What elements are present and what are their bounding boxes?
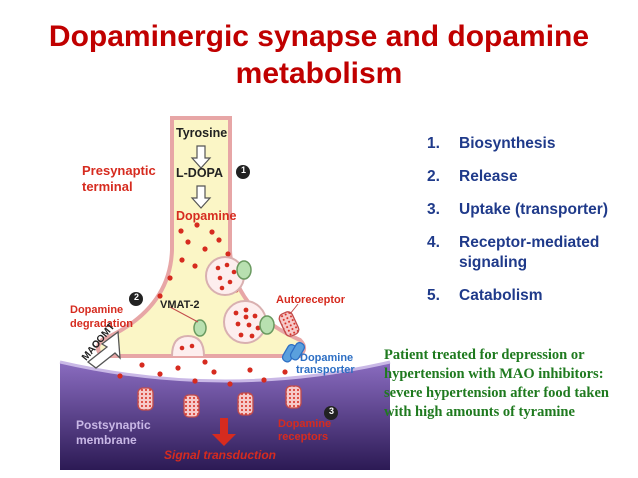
vesicle-upper [205,256,252,296]
label-ldopa: L-DOPA [176,166,223,180]
badge-3-text: 3 [328,406,334,416]
list-item: 2. Release [427,167,637,187]
list-item: 1. Biosynthesis [427,134,637,154]
cytosolic-dopamine-dots [157,222,239,299]
process-list: 1. Biosynthesis 2. Release 3. Uptake (trans… [427,134,637,319]
label-receptors-1: Dopamine [278,418,332,430]
label-tyrosine: Tyrosine [176,126,228,140]
degradation-arrow [86,330,121,369]
list-number: 2. [427,168,440,185]
label-dopamine: Dopamine [176,209,237,223]
postsynaptic-receptors [137,385,302,418]
label-receptors-2: receptors [278,431,329,443]
label-degradation-1: Dopamine [70,304,124,316]
autoreceptor [278,311,300,337]
badge-1 [236,165,250,179]
label-postsynaptic-1: Postsynaptic [76,418,151,432]
clinical-note: Patient treated for depression or hypert… [384,347,609,420]
vesicle-lower [223,300,275,344]
title-line-1: Dopaminergic synapse and dopamine [48,20,590,53]
leader-vmat2 [169,306,199,323]
label-transporter-1: Dopamine [300,352,354,364]
list-item: 3. Uptake (transporter) [427,200,637,220]
list-item: 4. Receptor-mediated signaling [427,233,637,273]
synapse-diagram: Tyrosine L-DOPA Dopamine Presynaptic ter… [59,100,391,470]
label-transporter-2: transporter [296,364,355,376]
label-postsynaptic-2: membrane [76,433,137,447]
badge-2 [129,292,143,306]
list-text: Receptor-mediated signaling [459,234,600,271]
list-text: Catabolism [459,287,543,304]
synapse-illustration [59,116,391,470]
badge-1-text: 1 [240,165,246,175]
vmat2-transporter [193,319,207,337]
label-vmat2: VMAT-2 [160,299,200,311]
list-text: Release [459,168,518,185]
signal-arrow [212,418,236,446]
label-signal-transduction: Signal transduction [164,448,277,462]
badge-3 [324,406,338,420]
list-text: Uptake (transporter) [459,201,608,218]
arrow-tyrosine-ldopa [190,145,212,169]
list-number: 3. [427,201,440,218]
title-line-2: metabolism [235,57,403,90]
fusing-vesicle [171,334,205,357]
synaptic-cleft [59,360,391,383]
list-number: 4. [427,234,440,251]
dopamine-transporter [281,342,306,363]
page-title: Dopaminergic synapse and dopamine metabo… [0,18,638,92]
leader-autoreceptor [289,303,299,315]
list-number: 1. [427,135,440,152]
label-degradation-2: degradation [70,318,133,330]
arrow-ldopa-dopamine [190,185,212,209]
list-item: 5. Catabolism [427,286,637,306]
list-text: Biosynthesis [459,135,556,152]
label-autoreceptor: Autoreceptor [276,294,346,306]
badge-2-text: 2 [133,292,139,302]
synaptic-dopamine-dots [117,359,288,387]
label-presynaptic-2: terminal [82,179,133,194]
list-number: 5. [427,287,440,304]
label-presynaptic-1: Presynaptic [82,163,156,178]
